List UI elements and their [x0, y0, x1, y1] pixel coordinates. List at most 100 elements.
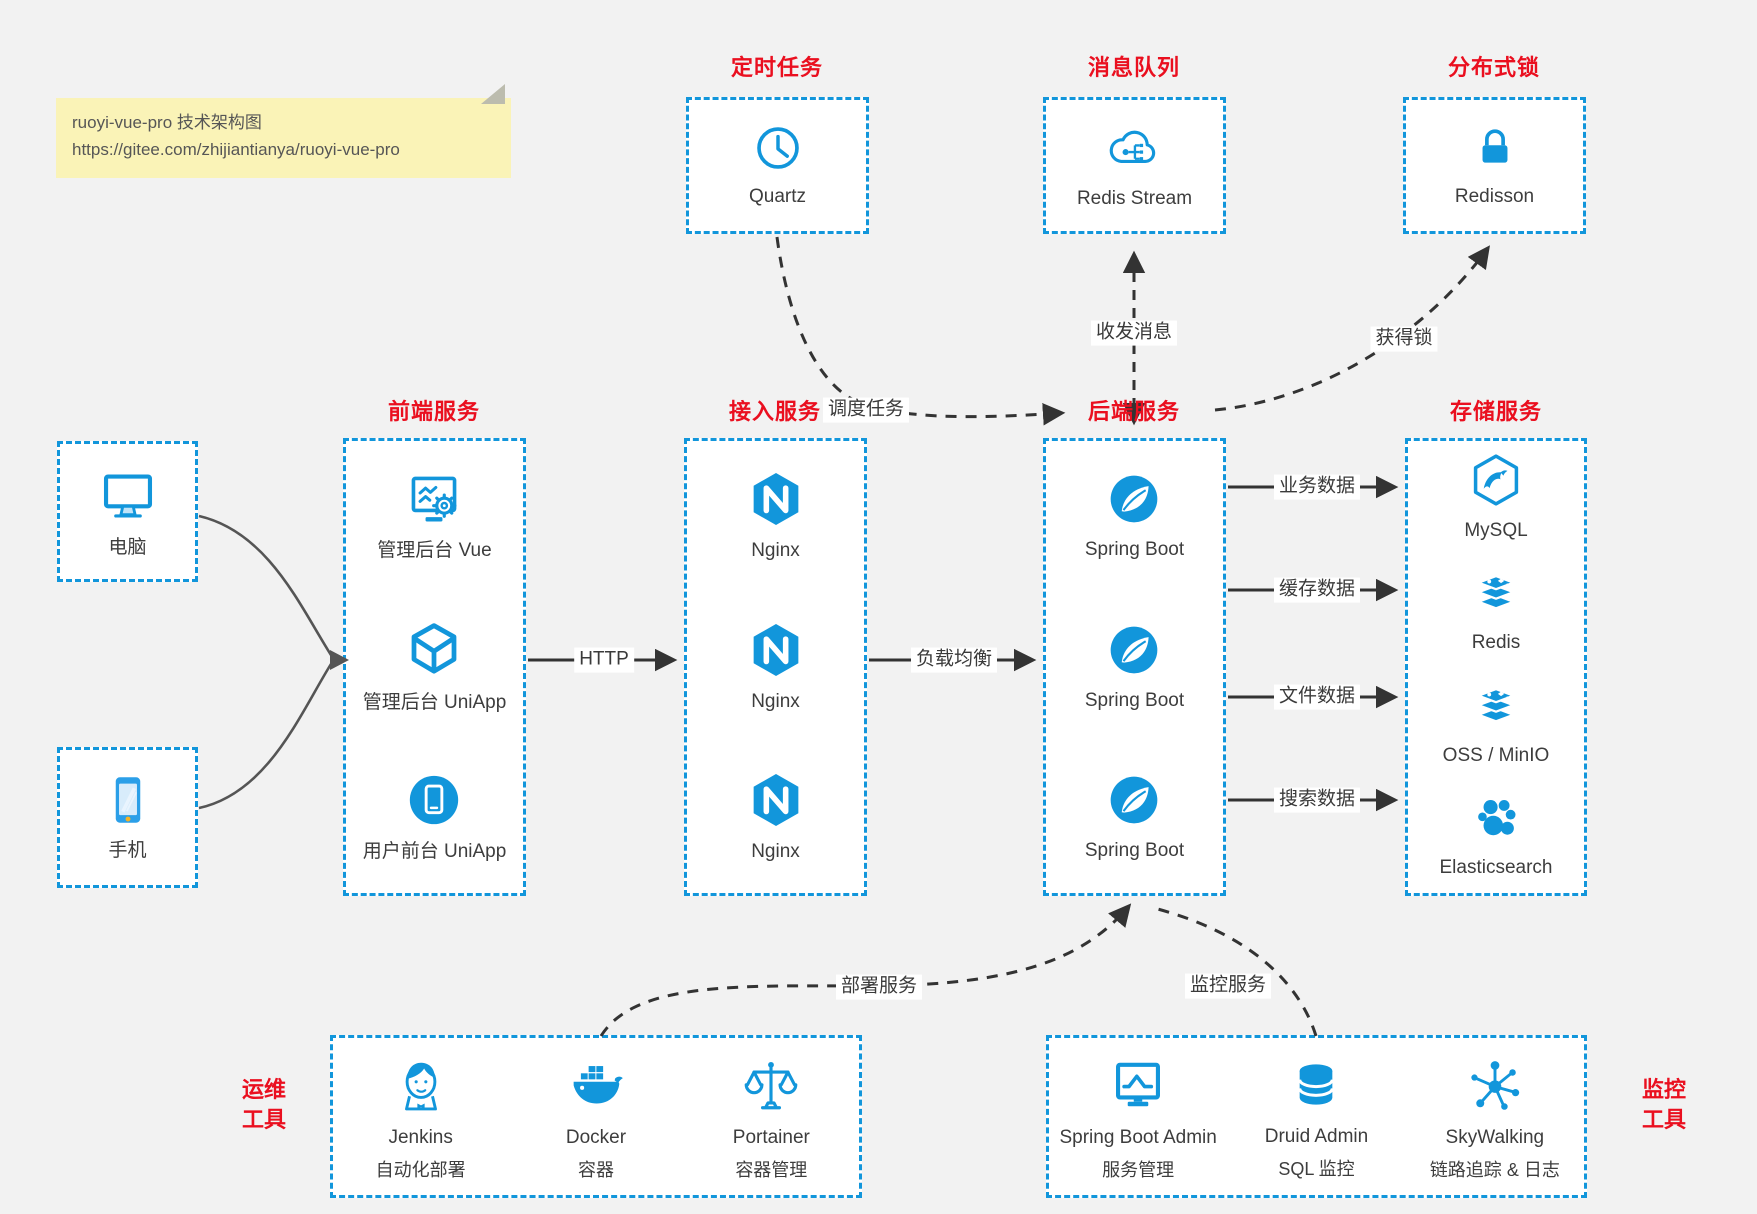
elasticsearch-item: Elasticsearch	[1440, 780, 1553, 893]
item-label: Spring Boot	[1084, 538, 1185, 560]
edge-label-deploy-service: 部署服务	[835, 974, 923, 1000]
mq-box: Redis Stream	[1043, 97, 1226, 234]
clock-icon	[752, 122, 804, 174]
group-title-monitoring: 监控工具	[1641, 1077, 1686, 1132]
item-label: Elasticsearch	[1439, 857, 1553, 879]
item-label: OSS / MinIO	[1442, 745, 1550, 767]
group-title-backend: 后端服务	[1087, 399, 1181, 424]
ops-tools-box: Jenkins 自动化部署 Docker 容器 Portainer 容器管理	[330, 1035, 862, 1198]
item-label: 管理后台 UniApp	[362, 691, 507, 713]
client-to-frontend-arrows	[198, 514, 349, 810]
edge-label-load-balance: 负载均衡	[910, 647, 998, 673]
item-label: Redisson	[1454, 186, 1535, 208]
edge-label-monitor-service: 监控服务	[1184, 973, 1272, 999]
note-url: https://gitee.com/zhijiantianya/ruoyi-vu…	[72, 140, 400, 160]
edge-label-acquire-lock: 获得锁	[1370, 326, 1438, 352]
item-label: SkyWalking	[1445, 1126, 1545, 1148]
item-sublabel: 服务管理	[1102, 1160, 1175, 1181]
spring-boot-item: Spring Boot	[1085, 592, 1184, 743]
edge-label-search-data: 搜索数据	[1273, 787, 1361, 813]
item-label: Quartz	[748, 186, 807, 208]
redis-item: Redis	[1469, 554, 1523, 667]
frontend-box: 管理后台 Vue 管理后台 UniApp 用户前台 UniApp	[343, 438, 526, 896]
item-label: Nginx	[751, 841, 800, 863]
monitoring-tools-box: Spring Boot Admin 服务管理 Druid Admin SQL 监…	[1046, 1035, 1587, 1198]
group-title-storage: 存储服务	[1449, 399, 1543, 424]
nginx-item: Nginx	[747, 592, 805, 743]
item-label: Spring Boot	[1084, 840, 1185, 862]
lock-box: Redisson	[1403, 97, 1586, 234]
deploy-service-arrow	[599, 903, 1132, 1037]
edge-label-schedule-task: 调度任务	[822, 397, 910, 423]
spring-boot-item: Spring Boot	[1085, 742, 1184, 893]
item-sublabel: 容器	[577, 1160, 614, 1181]
redis-stream-item: Redis Stream	[1077, 100, 1192, 231]
gateway-box: Nginx Nginx Nginx	[684, 438, 867, 896]
spring-boot-icon	[1106, 622, 1162, 678]
docker-item: Docker 容器	[508, 1057, 683, 1183]
user-uniapp-item: 用户前台 UniApp	[362, 742, 507, 893]
item-sublabel: SQL 监控	[1278, 1159, 1355, 1180]
lock-icon	[1469, 122, 1521, 174]
portainer-icon	[742, 1057, 800, 1115]
nginx-icon	[747, 470, 805, 528]
storage-box: MySQL Redis OSS / MinIO Elasticsearch	[1405, 438, 1587, 896]
desktop-item: 电脑	[97, 444, 159, 579]
item-label: 用户前台 UniApp	[362, 841, 507, 863]
spring-boot-icon	[1106, 471, 1162, 527]
item-label: 手机	[108, 840, 147, 862]
nginx-item: Nginx	[747, 742, 805, 893]
smartphone-item: 手机	[100, 750, 156, 885]
sticky-note: ruoyi-vue-pro 技术架构图 https://gitee.com/zh…	[56, 84, 511, 178]
client-phone-box: 手机	[57, 747, 198, 888]
item-label: Jenkins	[388, 1126, 453, 1148]
edge-label-http: HTTP	[574, 647, 634, 673]
edge-label-cache-data: 缓存数据	[1273, 577, 1361, 603]
item-label: MySQL	[1464, 520, 1528, 542]
group-title-mq: 消息队列	[1087, 55, 1181, 80]
client-desktop-box: 电脑	[57, 441, 198, 582]
item-label: Spring Boot	[1084, 689, 1185, 711]
smartphone-icon	[100, 772, 156, 828]
admin-uniapp-item: 管理后台 UniApp	[362, 592, 507, 743]
druid-item: Druid Admin SQL 监控	[1227, 1058, 1405, 1182]
mysql-icon	[1468, 452, 1524, 508]
item-sublabel: 链路追踪 & 日志	[1429, 1160, 1560, 1181]
edge-label-business-data: 业务数据	[1273, 474, 1361, 500]
druid-icon	[1288, 1058, 1344, 1114]
group-title-lock: 分布式锁	[1447, 55, 1541, 80]
jenkins-icon	[392, 1057, 450, 1115]
item-label: Portainer	[732, 1126, 810, 1148]
spring-boot-admin-icon	[1109, 1057, 1167, 1115]
spring-boot-icon	[1106, 772, 1162, 828]
note-title: ruoyi-vue-pro 技术架构图	[72, 113, 262, 132]
spring-boot-item: Spring Boot	[1085, 441, 1184, 592]
admin-vue-item: 管理后台 Vue	[377, 441, 492, 592]
skywalking-item: SkyWalking 链路追踪 & 日志	[1406, 1057, 1584, 1183]
item-label: Redis	[1471, 632, 1521, 654]
item-label: Spring Boot Admin	[1059, 1126, 1217, 1148]
nginx-icon	[747, 771, 805, 829]
elasticsearch-icon	[1470, 793, 1522, 845]
item-label: 电脑	[108, 537, 147, 559]
item-sublabel: 容器管理	[735, 1160, 808, 1181]
mysql-item: MySQL	[1464, 441, 1528, 554]
note-fold-corner	[481, 84, 505, 104]
redisson-item: Redisson	[1455, 100, 1534, 231]
item-label: Docker	[565, 1126, 627, 1148]
oss-minio-item: OSS / MinIO	[1442, 667, 1550, 780]
item-label: Druid Admin	[1264, 1125, 1369, 1147]
item-label: 管理后台 Vue	[377, 539, 492, 561]
edge-label-send-receive-message: 收发消息	[1090, 320, 1178, 346]
group-title-frontend: 前端服务	[387, 399, 481, 424]
item-label: Redis Stream	[1076, 188, 1193, 210]
nginx-icon	[747, 621, 805, 679]
nginx-item: Nginx	[747, 441, 805, 592]
group-title-scheduled: 定时任务	[730, 55, 824, 80]
item-sublabel: 自动化部署	[375, 1160, 466, 1181]
user-app-icon	[405, 771, 463, 829]
group-title-gateway: 接入服务	[728, 399, 822, 424]
admin-vue-icon	[405, 470, 463, 528]
docker-icon	[567, 1057, 625, 1115]
